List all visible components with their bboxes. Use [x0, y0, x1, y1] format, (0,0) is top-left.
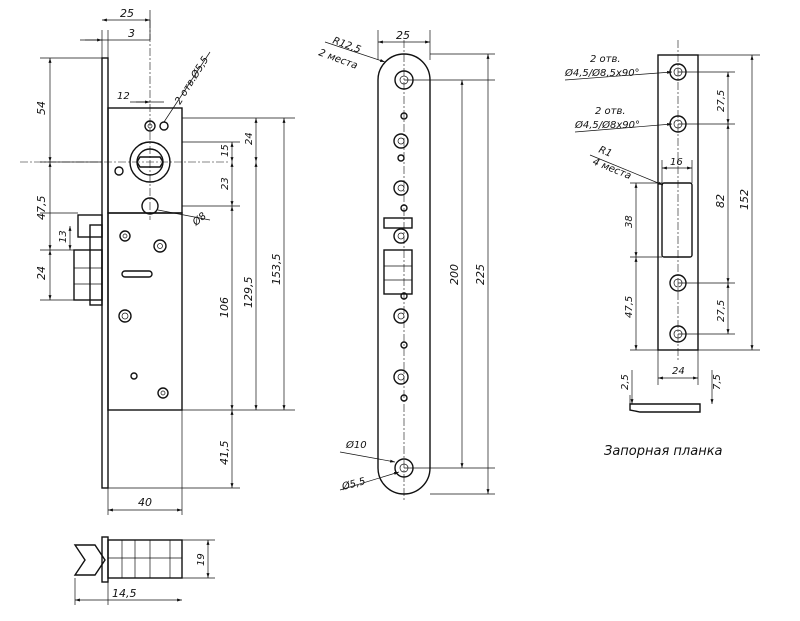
dim-d5-5: Ø5,5 — [340, 475, 367, 493]
mount-hole-top-small — [159, 121, 169, 131]
dim-41-5: 41,5 — [218, 441, 231, 466]
faceplate-latch-opening — [383, 249, 413, 295]
dim-19: 19 — [196, 553, 207, 566]
faceplate-latch-top — [383, 217, 413, 229]
strike-t7-5: 7,5 — [712, 374, 723, 390]
dim-23: 23 — [220, 177, 231, 190]
strike-h38: 38 — [624, 215, 635, 228]
strike-latch-opening — [661, 182, 693, 258]
dim-54: 54 — [35, 101, 48, 115]
dim-14-5: 14,5 — [112, 587, 137, 600]
spindle-slot — [121, 270, 153, 278]
strike-t2-5: 2,5 — [620, 374, 631, 390]
dim-153-5: 153,5 — [270, 254, 283, 286]
bottom-case-outline — [107, 539, 183, 579]
strike-holes1-count: 2 отв. — [590, 54, 621, 65]
latch-bolt — [73, 249, 103, 301]
lower-case-outline — [107, 212, 183, 411]
dim-top-offset: 3 — [128, 27, 135, 40]
strike-side-profile — [629, 403, 701, 413]
strike-holes1-spec: Ø4,5/Ø8,5х90° — [564, 67, 640, 79]
dim-13: 13 — [58, 230, 69, 243]
dim-faceplate-width: 25 — [396, 29, 410, 42]
dim-24-upper: 24 — [244, 132, 255, 145]
latch-housing — [89, 224, 103, 306]
strike-holes2-spec: Ø4,5/Ø8х90° — [574, 119, 640, 131]
strike-h27-5-top: 27,5 — [716, 90, 727, 112]
latch-end-profile — [73, 544, 106, 576]
lock-body-view: 25 3 54 12 2 отв.Ø5,5 24 15 23 Ø8 47,5 1… — [20, 7, 295, 515]
dim-top-width: 25 — [120, 7, 134, 20]
strike-h152: 152 — [738, 189, 751, 210]
dim-d10: Ø10 — [345, 439, 367, 451]
strike-w24: 24 — [672, 366, 685, 377]
dim-47-5: 47,5 — [35, 196, 48, 221]
strike-h82: 82 — [714, 194, 727, 208]
strike-plate-view: 2 отв. Ø4,5/Ø8,5х90° 2 отв. Ø4,5/Ø8х90° … — [564, 40, 760, 459]
dim-40: 40 — [138, 496, 152, 509]
strike-caption: Запорная планка — [604, 444, 723, 459]
dim-24-left: 24 — [35, 266, 48, 280]
dim-15: 15 — [220, 144, 231, 157]
strike-h27-5-bot: 27,5 — [716, 300, 727, 322]
strike-r1-count: 4 места — [591, 157, 633, 182]
dim-d8: Ø8 — [189, 210, 208, 229]
strike-w16: 16 — [670, 157, 683, 168]
dim-129-5: 129,5 — [242, 277, 255, 309]
bottom-view: 14,5 19 — [73, 536, 215, 605]
faceplate-view: 25 R12,5 2 места 200 225 Ø10 Ø5,5 — [317, 29, 495, 500]
strike-r1: R1 — [597, 145, 613, 160]
dim-106: 106 — [218, 297, 231, 318]
dim-225: 225 — [474, 264, 487, 285]
strike-h47-5: 47,5 — [624, 296, 635, 318]
dim-hole-note: 2 отв.Ø5,5 — [172, 54, 211, 106]
dim-200: 200 — [448, 264, 461, 285]
strike-holes2-count: 2 отв. — [595, 106, 626, 117]
dim-hole-spacing: 12 — [117, 91, 130, 102]
lock-faceplate-outline — [101, 57, 109, 489]
